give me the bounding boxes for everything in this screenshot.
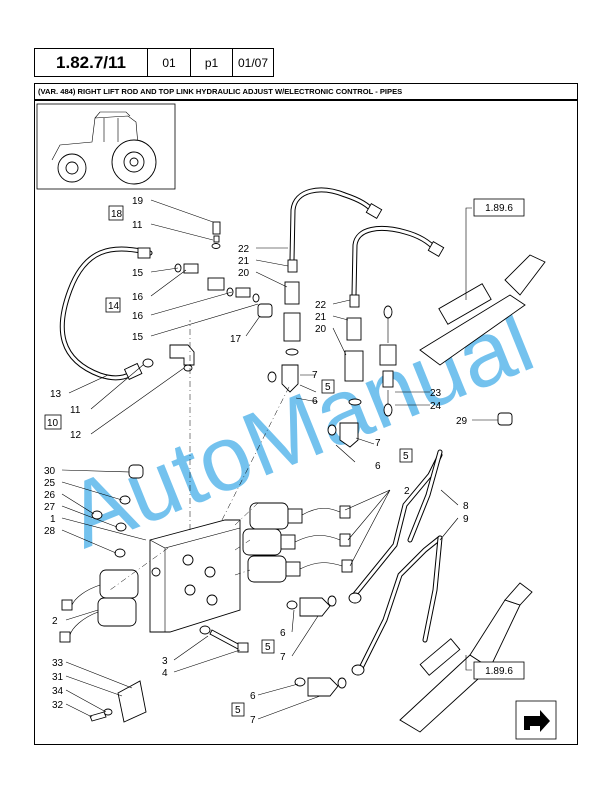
callout-5b: 5 (403, 451, 409, 462)
callout-6d: 6 (250, 691, 256, 702)
callout-6b: 6 (375, 461, 381, 472)
callout-20a: 20 (238, 268, 250, 279)
callout-22a: 22 (238, 244, 250, 255)
callout-12: 12 (70, 430, 82, 441)
header-cell-3: 01/07 (232, 48, 274, 77)
callout-7a: 7 (312, 370, 318, 381)
pipes-8-9 (349, 449, 443, 673)
callout-2a: 2 (404, 486, 410, 497)
bolt-3-4 (199, 625, 249, 653)
callout-22b: 22 (315, 300, 327, 311)
ref-box-bottom: 1.89.6 (473, 661, 525, 680)
callout-5d: 5 (235, 705, 241, 716)
callout-31: 31 (52, 672, 64, 683)
callout-11b: 11 (70, 405, 81, 416)
callout-21b: 21 (315, 312, 327, 323)
callout-11a: 11 (132, 220, 143, 231)
callout-5a: 5 (325, 382, 331, 393)
callout-16a: 16 (132, 292, 144, 303)
callout-24: 24 (430, 401, 442, 412)
callout-18: 18 (111, 209, 123, 220)
callout-2b: 2 (52, 616, 58, 627)
hose-13 (59, 246, 153, 381)
callout-34: 34 (52, 686, 64, 697)
cylinder-top (419, 254, 546, 366)
elbows-bottom (286, 592, 365, 697)
ref-box-top: 1.89.6 (473, 198, 525, 217)
callouts: 19 18 11 15 16 14 16 15 17 13 11 10 12 2… (44, 196, 469, 726)
callout-26: 26 (44, 490, 56, 501)
ref-top-label: 1.89.6 (485, 203, 513, 214)
valve-block (109, 320, 291, 633)
callout-33: 33 (52, 658, 64, 669)
callout-29: 29 (456, 416, 468, 427)
page-title: (VAR. 484) RIGHT LIFT ROD AND TOP LINK H… (34, 83, 578, 100)
callout-14: 14 (108, 301, 120, 312)
callout-21a: 21 (238, 256, 250, 267)
hoses-center (267, 187, 445, 448)
ref-bottom-label: 1.89.6 (485, 666, 513, 677)
callout-1: 1 (50, 514, 56, 525)
tractor-thumbnail (36, 103, 176, 190)
callout-6c: 6 (280, 628, 286, 639)
callout-25: 25 (44, 478, 56, 489)
callout-17: 17 (230, 334, 242, 345)
callout-6a: 6 (312, 396, 318, 407)
callout-16b: 16 (132, 311, 144, 322)
callout-5c: 5 (265, 642, 271, 653)
solenoid-valves (59, 502, 353, 643)
bracket-31-34 (89, 680, 147, 723)
callout-8: 8 (463, 501, 469, 512)
callout-20b: 20 (315, 324, 327, 335)
callout-10: 10 (47, 418, 59, 429)
callout-13: 13 (50, 389, 62, 400)
callout-3: 3 (162, 656, 168, 667)
callout-7b: 7 (375, 438, 381, 449)
callout-23: 23 (430, 388, 442, 399)
callout-15b: 15 (132, 332, 144, 343)
callout-19: 19 (132, 196, 144, 207)
cylinder-bottom (399, 582, 533, 733)
leader-lines (61, 199, 498, 720)
callout-28: 28 (44, 526, 56, 537)
callout-7c: 7 (280, 652, 286, 663)
callout-15a: 15 (132, 268, 144, 279)
callout-30: 30 (44, 466, 56, 477)
callout-4: 4 (162, 668, 168, 679)
callout-32: 32 (52, 700, 64, 711)
callout-27: 27 (44, 502, 56, 513)
next-page-arrow-icon[interactable] (515, 700, 557, 740)
drawing-frame (34, 100, 578, 745)
callout-9: 9 (463, 514, 469, 525)
sensor-23-24 (379, 305, 513, 426)
callout-7d: 7 (250, 715, 256, 726)
fittings-left (142, 221, 273, 372)
seals-left (91, 464, 144, 558)
